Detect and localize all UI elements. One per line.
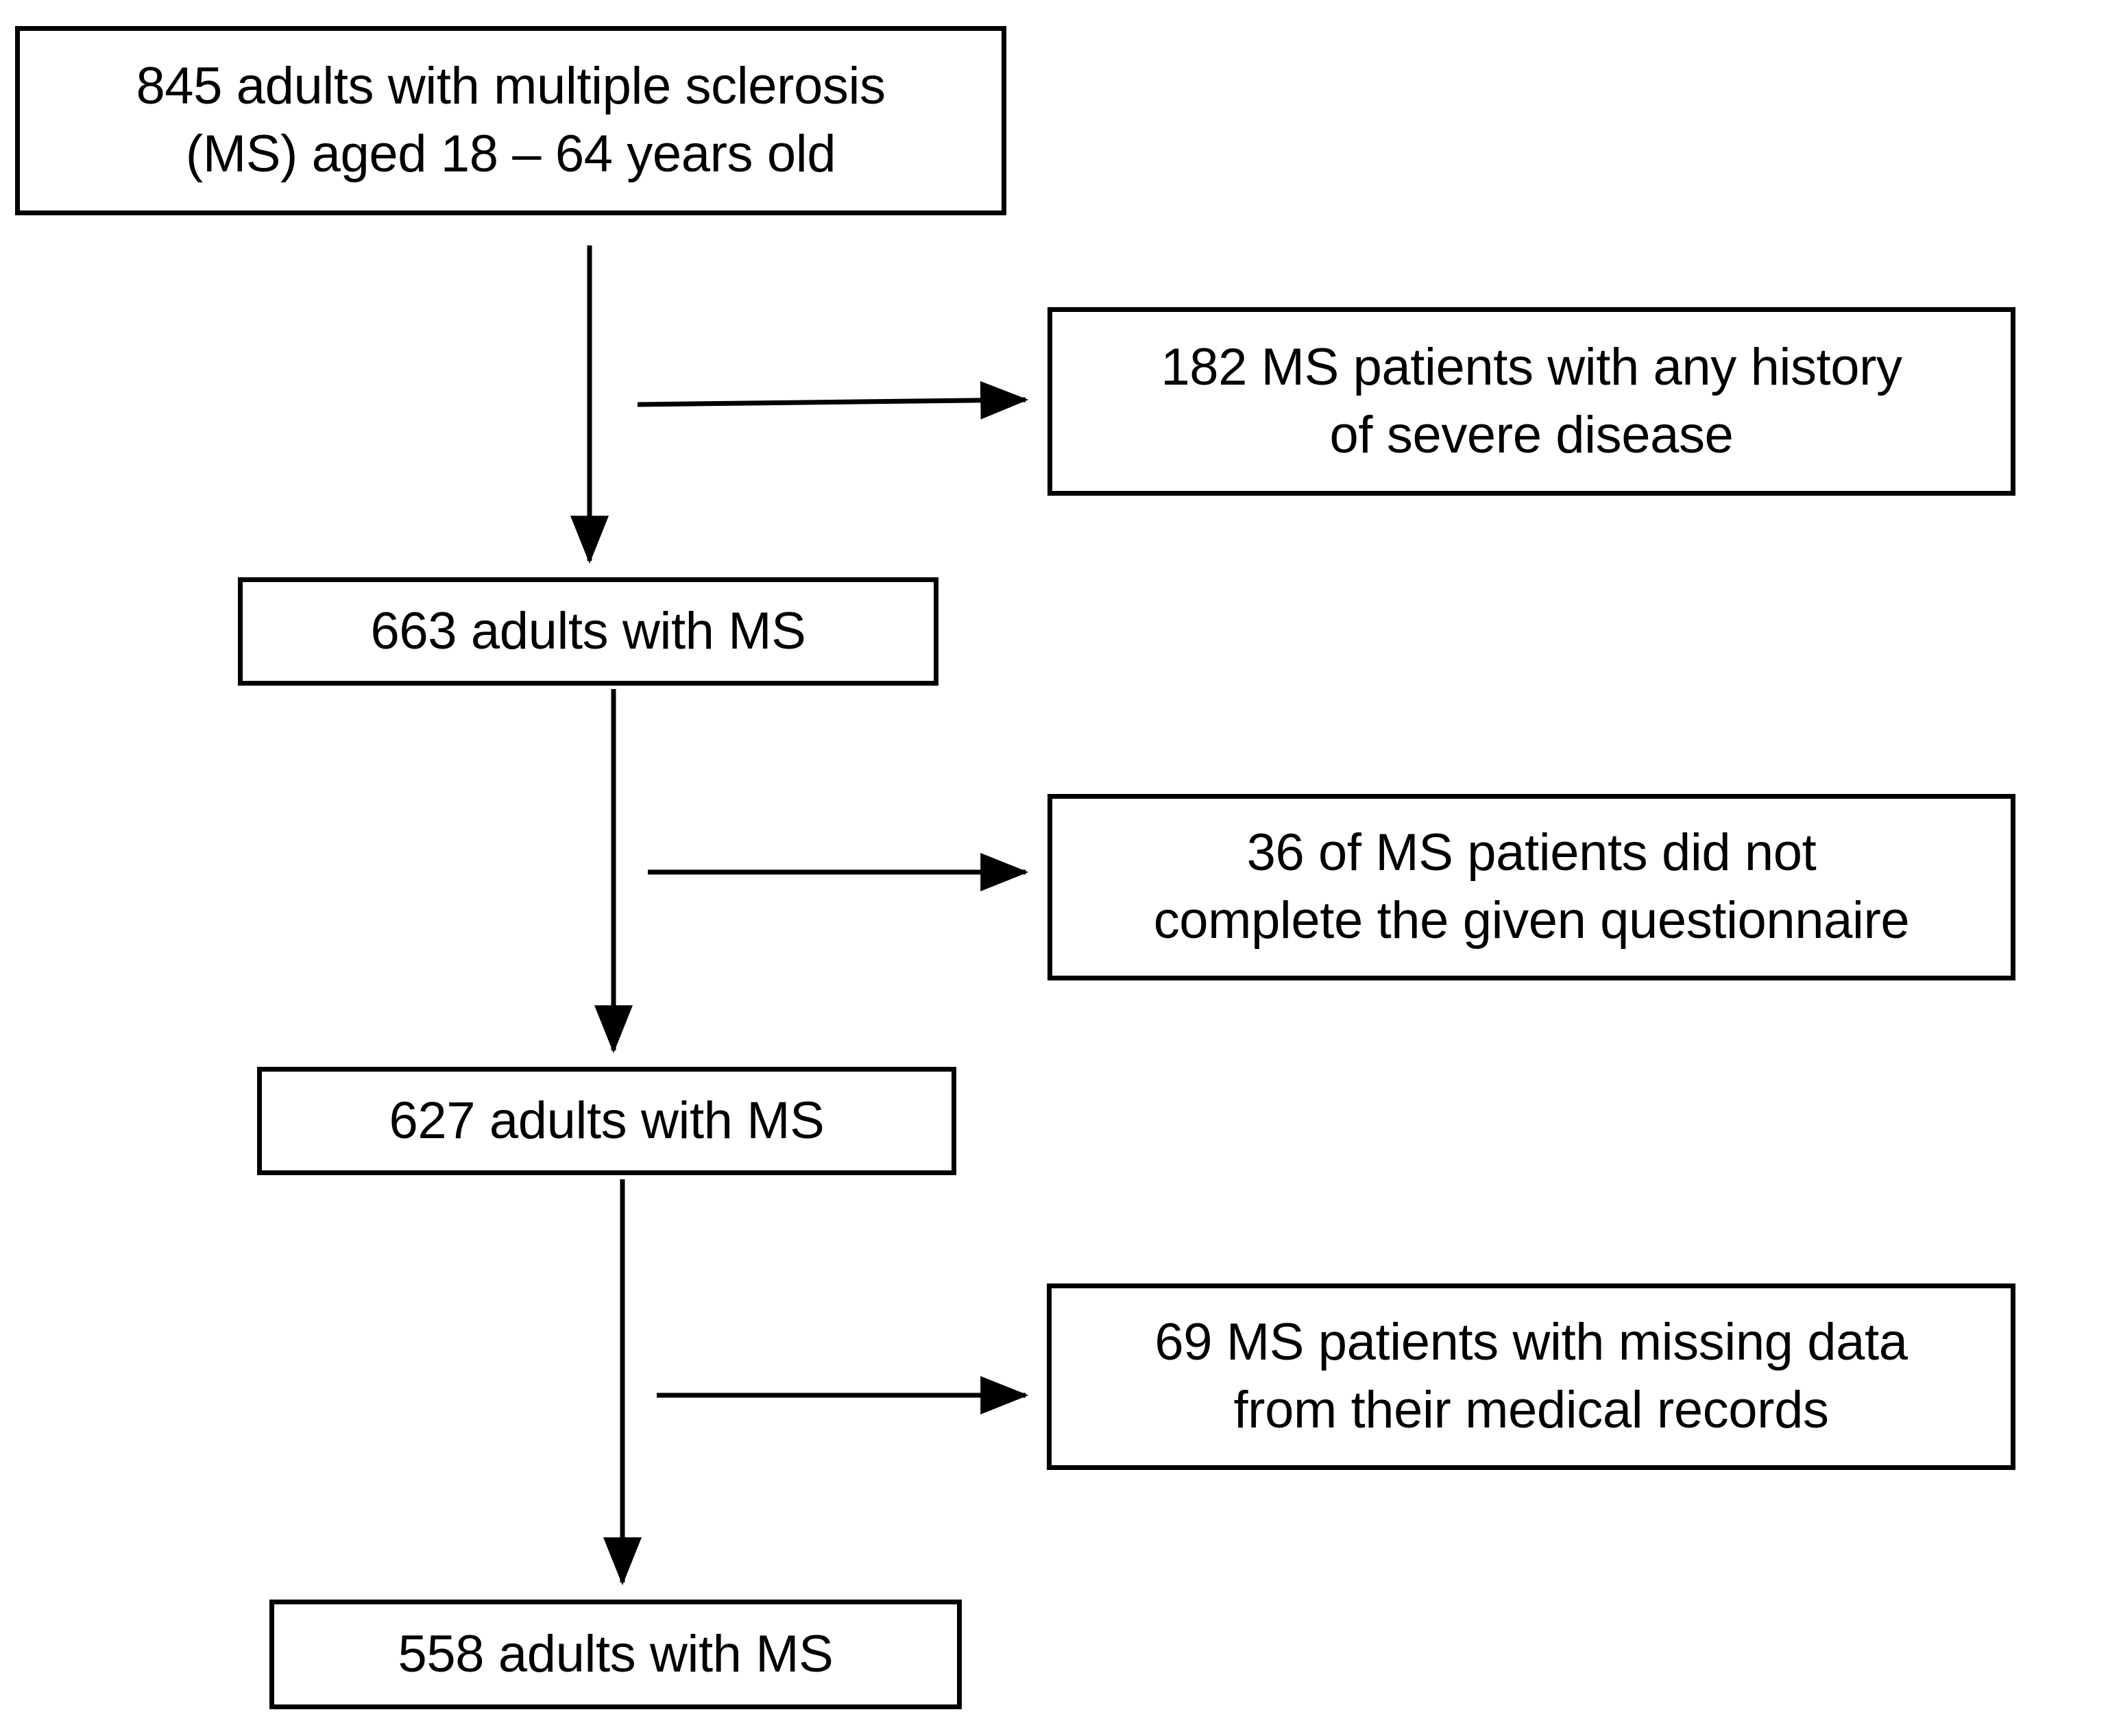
node-excluded-questionnaire-label: 36 of MS patients did not complete the g… [1153, 823, 1910, 950]
connector-enrolled-to-excl1 [637, 381, 1029, 420]
node-final[interactable]: 558 adults with MS [269, 1600, 962, 1709]
node-stage-2[interactable]: 627 adults with MS [257, 1067, 956, 1175]
node-excluded-severe-disease[interactable]: 182 MS patients with any history of seve… [1047, 307, 2015, 496]
node-stage-2-label: 627 adults with MS [389, 1091, 825, 1150]
node-stage-1[interactable]: 663 adults with MS [238, 577, 938, 686]
node-enrolled[interactable]: 845 adults with multiple sclerosis (MS) … [15, 26, 1006, 215]
node-excluded-severe-disease-label: 182 MS patients with any history of seve… [1161, 337, 1902, 464]
node-stage-1-label: 663 adults with MS [370, 601, 806, 660]
node-final-label: 558 adults with MS [398, 1624, 834, 1683]
node-excluded-missing-data[interactable]: 69 MS patients with missing data from th… [1047, 1283, 2015, 1470]
node-excluded-questionnaire[interactable]: 36 of MS patients did not complete the g… [1047, 794, 2015, 980]
node-enrolled-label: 845 adults with multiple sclerosis (MS) … [136, 57, 886, 183]
node-excluded-missing-data-label: 69 MS patients with missing data from th… [1154, 1313, 1908, 1439]
